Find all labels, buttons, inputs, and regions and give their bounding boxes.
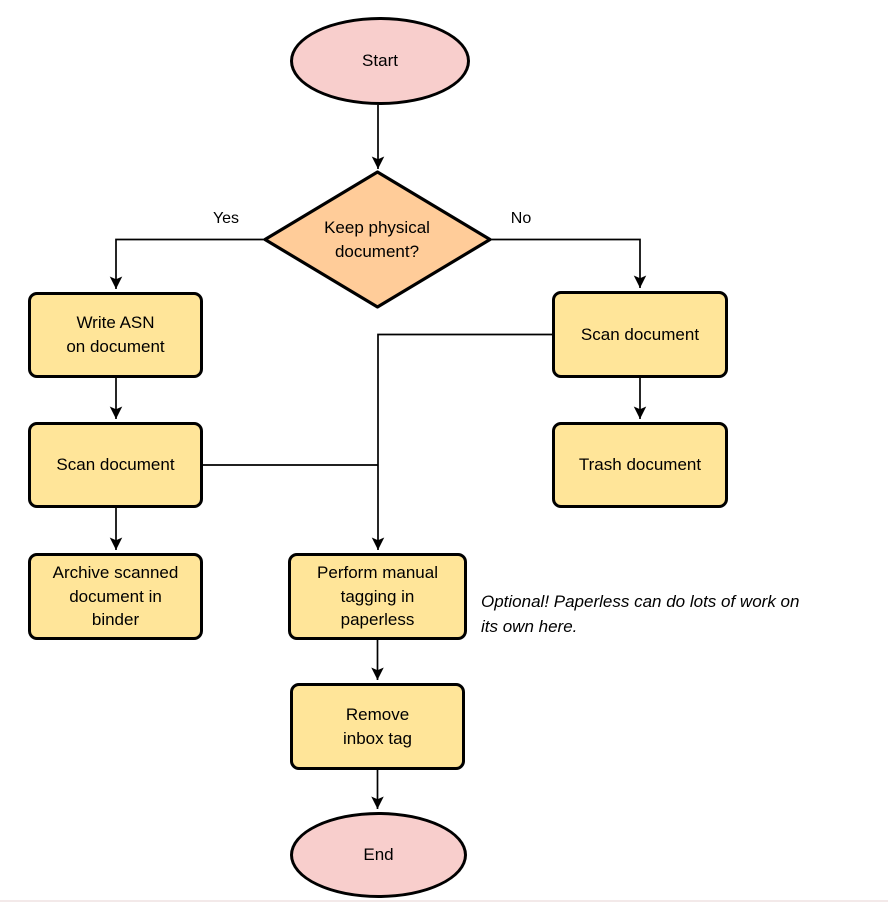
edge-label-yes: Yes [212, 210, 240, 227]
node-archive-label: Archive scanned document in binder [52, 562, 179, 630]
node-start: Start [290, 17, 470, 105]
node-decision-shape [263, 170, 492, 309]
node-decision-label: Keep physical document? [324, 218, 430, 261]
annotation-optional: Optional! Paperless can do lots of work … [481, 592, 800, 636]
edge-decision-write-asn [109, 238, 265, 289]
edge-scan-right-tagging [371, 333, 552, 550]
edge-decision-scan-right [490, 238, 647, 288]
edge-label-no: No [510, 210, 532, 227]
node-start-label: Start [362, 51, 398, 71]
node-scan-left: Scan document [28, 422, 203, 508]
node-remove-tag: Remove inbox tag [290, 683, 465, 770]
node-archive: Archive scanned document in binder [28, 553, 203, 640]
node-tagging: Perform manual tagging in paperless [288, 553, 467, 640]
node-trash-label: Trash document [578, 455, 702, 475]
node-scan-right-label: Scan document [580, 324, 700, 344]
node-scan-right: Scan document [552, 291, 728, 378]
node-tagging-label: Perform manual tagging in paperless [317, 562, 438, 630]
node-write-asn-label: Write ASN on document [66, 313, 165, 356]
node-trash: Trash document [552, 422, 728, 508]
node-end: End [290, 812, 467, 898]
node-scan-left-label: Scan document [56, 455, 175, 475]
node-end-label: End [363, 845, 394, 865]
node-remove-tag-label: Remove inbox tag [343, 704, 412, 748]
node-write-asn: Write ASN on document [28, 292, 203, 378]
bottom-edge-line [0, 900, 888, 902]
